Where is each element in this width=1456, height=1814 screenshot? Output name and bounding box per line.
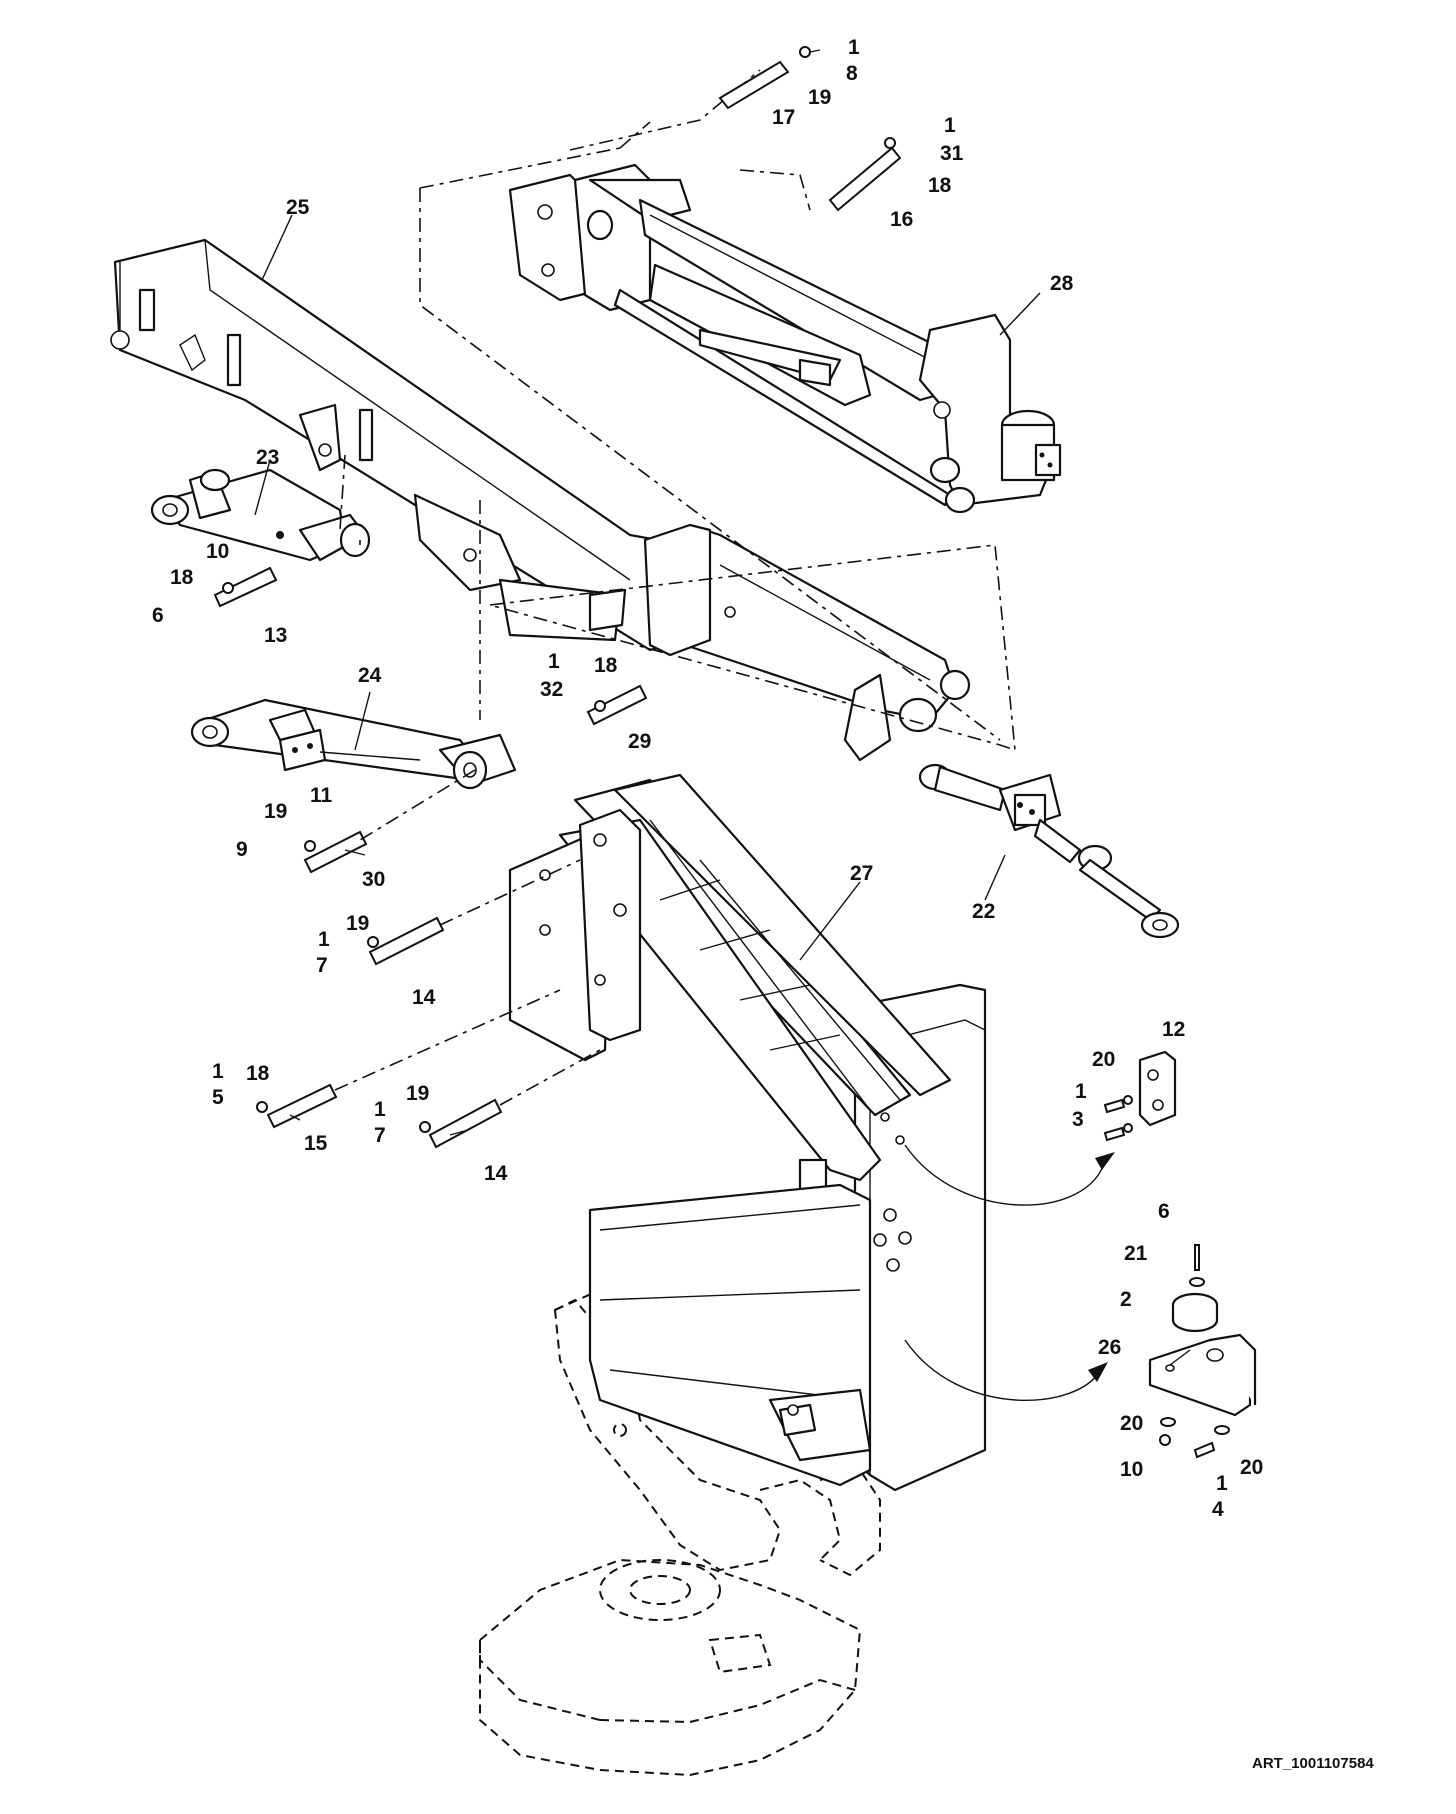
detail-arrows xyxy=(904,1144,1115,1401)
cylinder-24 xyxy=(190,698,517,790)
callout: 7 xyxy=(316,954,328,977)
callout: 3 xyxy=(1072,1108,1084,1131)
callout: 1 xyxy=(1216,1472,1228,1495)
callout: 18 xyxy=(246,1062,270,1085)
callout: 20 xyxy=(1092,1048,1115,1071)
callout: 1 xyxy=(944,114,956,137)
callout: 28 xyxy=(1050,272,1074,295)
callout: 29 xyxy=(628,730,651,753)
callout: 20 xyxy=(1120,1412,1143,1435)
cylinder-23 xyxy=(150,468,371,562)
callout: 30 xyxy=(362,868,385,891)
pad-12 xyxy=(1103,1050,1177,1142)
mount-26 xyxy=(1148,1244,1257,1459)
jib-assembly xyxy=(508,163,1062,514)
callout: 32 xyxy=(540,678,563,701)
lower-boom-assembly xyxy=(508,773,987,1492)
callout: 21 xyxy=(1124,1242,1148,1265)
upper-phantom-box xyxy=(419,147,1001,741)
callout: 22 xyxy=(972,900,995,923)
callout: 7 xyxy=(374,1124,386,1147)
callout: 9 xyxy=(236,838,248,861)
callout: 17 xyxy=(772,106,795,129)
callout: 10 xyxy=(1120,1458,1143,1481)
callout: 19 xyxy=(406,1082,429,1105)
callout: 14 xyxy=(412,986,436,1009)
callout: 11 xyxy=(310,784,333,807)
callout-labels: 1 8 19 17 1 31 18 16 25 28 23 10 18 6 13… xyxy=(152,36,1263,1521)
callout: 2 xyxy=(1120,1288,1132,1311)
upper-boom xyxy=(110,238,971,762)
callout: 20 xyxy=(1240,1456,1263,1479)
callout: 8 xyxy=(846,62,858,85)
fly-section-phantom-box xyxy=(489,544,1016,752)
callout: 24 xyxy=(358,664,382,687)
callout: 19 xyxy=(264,800,287,823)
callout: 4 xyxy=(1212,1498,1224,1521)
callout: 6 xyxy=(152,604,164,627)
callout: 1 xyxy=(548,650,560,673)
callout: 15 xyxy=(304,1132,328,1155)
callout: 14 xyxy=(484,1162,508,1185)
callout: 1 xyxy=(374,1098,386,1121)
callout: 25 xyxy=(286,196,310,219)
callout: 31 xyxy=(940,142,964,165)
callout: 19 xyxy=(346,912,369,935)
pins xyxy=(213,46,902,1149)
callout: 6 xyxy=(1158,1200,1170,1223)
callout: 1 xyxy=(1075,1080,1087,1103)
callout: 16 xyxy=(890,208,913,231)
art-id: ART_1001107584 xyxy=(1252,1755,1374,1772)
cylinder-22 xyxy=(918,763,1180,939)
callout: 1 xyxy=(848,36,860,59)
callout: 27 xyxy=(850,862,873,885)
leader-lines xyxy=(254,49,1191,1366)
callout: 12 xyxy=(1162,1018,1185,1041)
callout: 19 xyxy=(808,86,831,109)
callout: 5 xyxy=(212,1086,224,1109)
callout: 26 xyxy=(1098,1336,1121,1359)
callout: 13 xyxy=(264,624,287,647)
callout: 18 xyxy=(928,174,952,197)
callout: 18 xyxy=(170,566,194,589)
callout: 23 xyxy=(256,446,279,469)
callout: 10 xyxy=(206,540,229,563)
callout: 1 xyxy=(318,928,330,951)
callout: 18 xyxy=(594,654,618,677)
callout: 1 xyxy=(212,1060,224,1083)
